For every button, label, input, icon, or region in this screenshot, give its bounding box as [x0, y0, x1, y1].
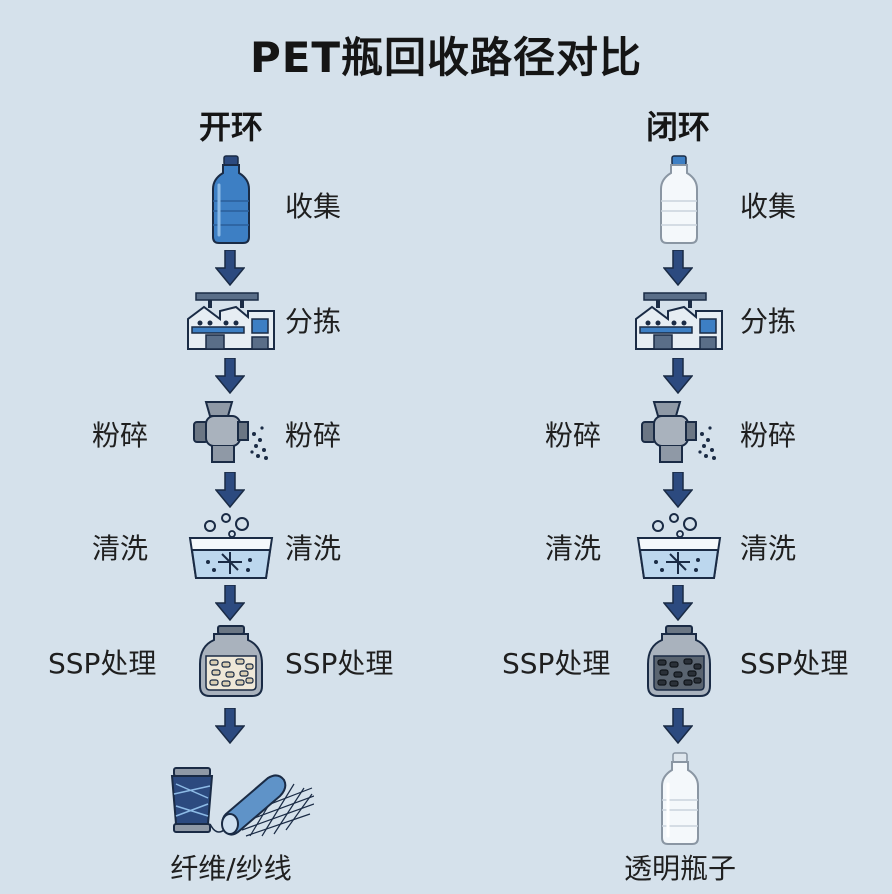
down-arrow-icon [663, 472, 693, 508]
sorting-factory-icon [635, 292, 723, 350]
down-arrow-icon [663, 358, 693, 394]
yarn-spool-fabric-icon [170, 767, 314, 837]
sorting-factory-icon [187, 292, 275, 350]
grinder-icon [193, 401, 268, 463]
step-shred-label-right: 粉碎 [285, 419, 342, 452]
open-loop-heading: 开环 [198, 108, 263, 146]
ssp-jar-light-pellets-icon [199, 625, 263, 697]
step-ssp-label-right: SSP处理 [740, 647, 849, 680]
step-ssp-label-left: SSP处理 [48, 647, 157, 680]
down-arrow-icon [215, 358, 245, 394]
step-sort-label: 分拣 [285, 305, 342, 338]
down-arrow-icon [663, 708, 693, 744]
step-ssp-label-right: SSP处理 [285, 647, 394, 680]
washing-tub-icon [636, 513, 722, 579]
down-arrow-icon [215, 585, 245, 621]
down-arrow-icon [663, 250, 693, 286]
step-wash-label-right: 清洗 [740, 532, 797, 565]
step-ssp-label-left: SSP处理 [502, 647, 611, 680]
step-wash-label-left: 清洗 [92, 532, 149, 565]
down-arrow-icon [215, 250, 245, 286]
step-wash-label-right: 清洗 [285, 532, 342, 565]
blue-bottle-icon [212, 155, 250, 244]
step-shred-label-left: 粉碎 [92, 419, 149, 452]
output-fiber-label: 纤维/纱线 [170, 852, 292, 885]
washing-tub-icon [188, 513, 274, 579]
step-shred-label-right: 粉碎 [740, 419, 797, 452]
step-wash-label-left: 清洗 [545, 532, 602, 565]
output-bottle-label: 透明瓶子 [623, 852, 736, 885]
step-collect-label: 收集 [285, 190, 342, 223]
step-shred-label-left: 粉碎 [545, 419, 602, 452]
step-collect-label: 收集 [740, 190, 797, 223]
down-arrow-icon [663, 585, 693, 621]
clear-bottle-output-icon [661, 752, 699, 845]
closed-loop-heading: 闭环 [645, 108, 710, 146]
down-arrow-icon [215, 708, 245, 744]
ssp-jar-dark-pellets-icon [647, 625, 711, 697]
grinder-icon [641, 401, 716, 463]
down-arrow-icon [215, 472, 245, 508]
step-sort-label: 分拣 [740, 305, 797, 338]
clear-bottle-icon [660, 155, 698, 244]
page-title: PET瓶回收路径对比 [249, 33, 643, 82]
